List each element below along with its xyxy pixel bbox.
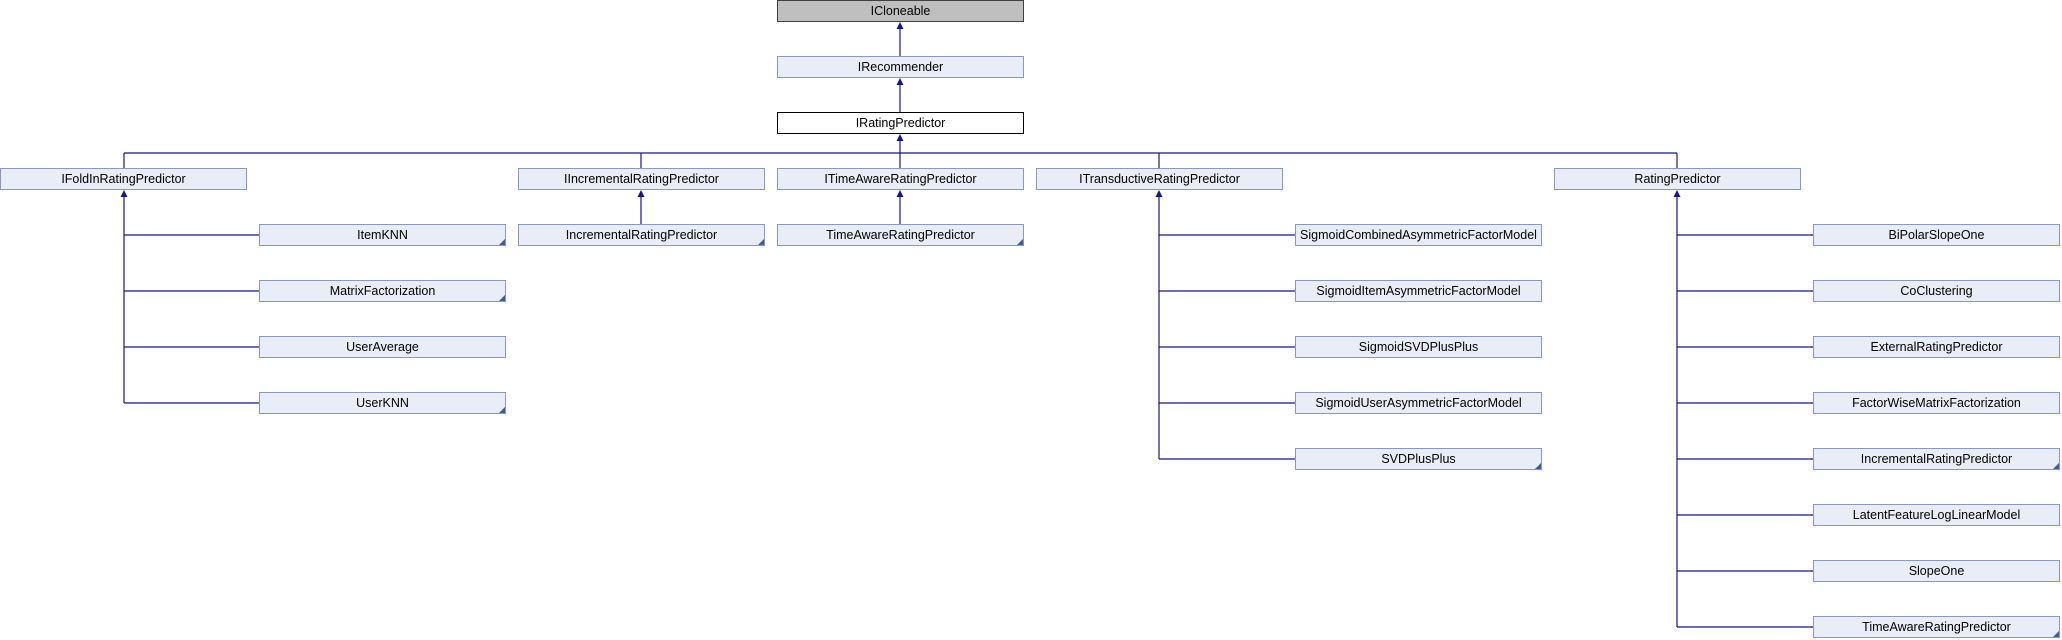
arrowhead-icon [637,190,645,197]
arrowhead-icon [896,134,904,141]
node-sigmoiduserasymmetricfactormodel[interactable]: SigmoidUserAsymmetricFactorModel [1295,392,1542,414]
node-irecommender[interactable]: IRecommender [777,56,1024,78]
node-label: FactorWiseMatrixFactorization [1852,396,2021,410]
node-label: TimeAwareRatingPredictor [1862,620,2011,634]
node-latentfeatureloglinearmodel[interactable]: LatentFeatureLogLinearModel [1813,504,2060,526]
node-slopeone[interactable]: SlopeOne [1813,560,2060,582]
node-label: IRatingPredictor [855,116,946,130]
node-label: MatrixFactorization [329,284,436,298]
has-children-marker-icon [2053,631,2059,637]
node-icloneable[interactable]: ICloneable [777,0,1024,22]
has-children-marker-icon [1017,239,1023,245]
node-label: UserKNN [356,396,409,410]
node-label: SVDPlusPlus [1381,452,1456,466]
node-timeawareratingpredictor-2[interactable]: TimeAwareRatingPredictor [1813,616,2060,638]
node-label: LatentFeatureLogLinearModel [1852,508,2021,522]
arrowhead-icon [896,78,904,85]
node-sigmoiditemasymmetricfactormodel[interactable]: SigmoidItemAsymmetricFactorModel [1295,280,1542,302]
node-label: ITransductiveRatingPredictor [1079,172,1240,186]
arrowhead-icon [120,190,128,197]
arrowhead-icon [1673,190,1681,197]
node-externalratingpredictor[interactable]: ExternalRatingPredictor [1813,336,2060,358]
node-incrementalratingpredictor-2[interactable]: IncrementalRatingPredictor [1813,448,2060,470]
node-useraverage[interactable]: UserAverage [259,336,506,358]
node-label: SigmoidCombinedAsymmetricFactorModel [1300,228,1537,242]
node-label: IFoldInRatingPredictor [61,172,186,186]
node-coclustering[interactable]: CoClustering [1813,280,2060,302]
node-label: IIncrementalRatingPredictor [564,172,719,186]
node-iratingpredictor: IRatingPredictor [777,112,1024,134]
node-label: IncrementalRatingPredictor [565,228,718,242]
node-label: ICloneable [870,4,931,18]
node-label: ExternalRatingPredictor [1870,340,2003,354]
node-label: ITimeAwareRatingPredictor [824,172,977,186]
node-sigmoidcombinedasymmetricfactormodel[interactable]: SigmoidCombinedAsymmetricFactorModel [1295,224,1542,246]
has-children-marker-icon [499,295,505,301]
has-children-marker-icon [2053,463,2059,469]
node-svdplusplus[interactable]: SVDPlusPlus [1295,448,1542,470]
node-matrixfactorization[interactable]: MatrixFactorization [259,280,506,302]
has-children-marker-icon [499,239,505,245]
has-children-marker-icon [499,407,505,413]
node-label: BiPolarSlopeOne [1888,228,1985,242]
arrowhead-icon [896,22,904,29]
node-ratingpredictor[interactable]: RatingPredictor [1554,168,1801,190]
has-children-marker-icon [758,239,764,245]
node-label: RatingPredictor [1634,172,1721,186]
node-label: IRecommender [857,60,944,74]
node-label: TimeAwareRatingPredictor [826,228,975,242]
node-label: SigmoidSVDPlusPlus [1358,340,1479,354]
node-userknn[interactable]: UserKNN [259,392,506,414]
arrowhead-icon [896,190,904,197]
node-itemknn[interactable]: ItemKNN [259,224,506,246]
has-children-marker-icon [1535,463,1541,469]
node-sigmoidsvdplusplus[interactable]: SigmoidSVDPlusPlus [1295,336,1542,358]
node-timeawareratingpredictor[interactable]: TimeAwareRatingPredictor [777,224,1024,246]
node-label: CoClustering [1900,284,1973,298]
node-label: SigmoidItemAsymmetricFactorModel [1316,284,1521,298]
node-ifoldinratingpredictor[interactable]: IFoldInRatingPredictor [0,168,247,190]
node-label: SigmoidUserAsymmetricFactorModel [1315,396,1522,410]
node-iincrementalratingpredictor[interactable]: IIncrementalRatingPredictor [518,168,765,190]
node-label: UserAverage [346,340,419,354]
node-incrementalratingpredictor[interactable]: IncrementalRatingPredictor [518,224,765,246]
node-itransductiveratingpredictor[interactable]: ITransductiveRatingPredictor [1036,168,1283,190]
node-itimeawareratingpredictor[interactable]: ITimeAwareRatingPredictor [777,168,1024,190]
node-factorwisematrixfactorization[interactable]: FactorWiseMatrixFactorization [1813,392,2060,414]
node-bipolarslopeone[interactable]: BiPolarSlopeOne [1813,224,2060,246]
arrowhead-icon [1155,190,1163,197]
node-label: IncrementalRatingPredictor [1860,452,2013,466]
node-label: ItemKNN [357,228,408,242]
node-label: SlopeOne [1908,564,1965,578]
